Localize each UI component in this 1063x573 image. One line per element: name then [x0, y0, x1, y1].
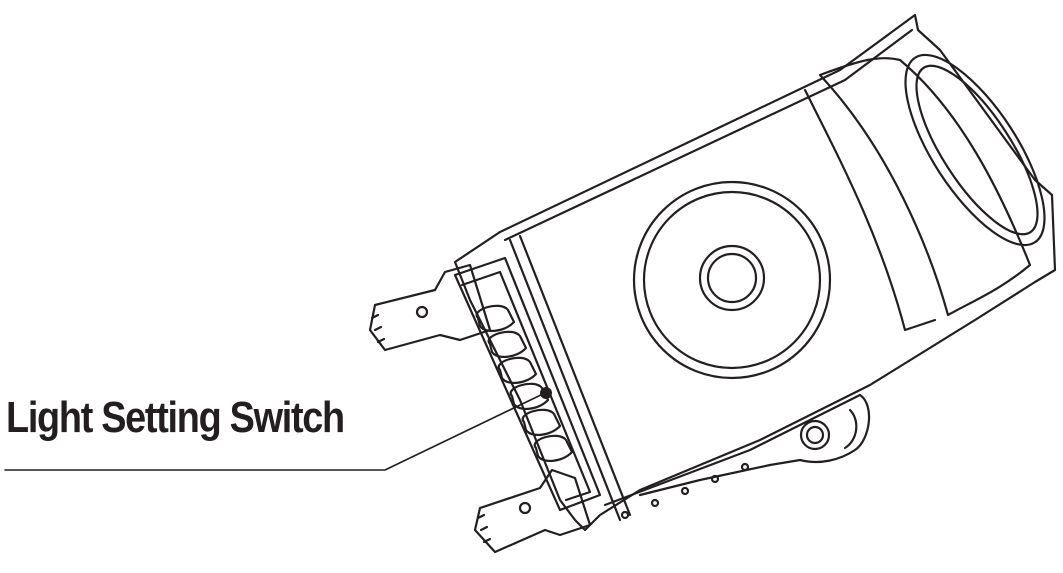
head-bezel-inner — [803, 88, 937, 332]
center-button-inner — [706, 252, 758, 304]
underside-lever-inner — [843, 408, 858, 450]
round-cap-outer — [632, 180, 832, 380]
lower-clamp-screw — [518, 501, 532, 515]
switch-housing-rim — [460, 270, 592, 502]
side-face-bottom — [603, 393, 862, 507]
lower-rail-clamp — [473, 468, 592, 554]
switch-housing — [453, 256, 602, 512]
device-body-outline — [453, 13, 1057, 532]
lower-rail-teeth — [476, 513, 492, 544]
upper-rail-teeth — [370, 313, 386, 344]
lens-inner — [915, 64, 1039, 236]
lever-screw-inner — [805, 425, 825, 445]
callout-leader-line — [4, 392, 546, 471]
upper-clamp-screw — [415, 305, 429, 319]
callout-label-light-setting-switch: Light Setting Switch — [6, 393, 345, 442]
upper-rail-clamp — [368, 263, 492, 352]
lens-outer — [904, 53, 1046, 247]
side-face — [508, 234, 632, 522]
center-button-outer — [698, 244, 766, 312]
underside-lever — [638, 393, 871, 497]
lever-screw-outer — [799, 419, 831, 451]
switch-ridges — [475, 304, 574, 462]
round-cap-ring — [642, 190, 822, 370]
head-bezel — [818, 57, 1032, 317]
device-top-edge — [503, 28, 914, 242]
bottom-rail-grooves — [620, 462, 750, 520]
callout-dot — [540, 387, 552, 399]
